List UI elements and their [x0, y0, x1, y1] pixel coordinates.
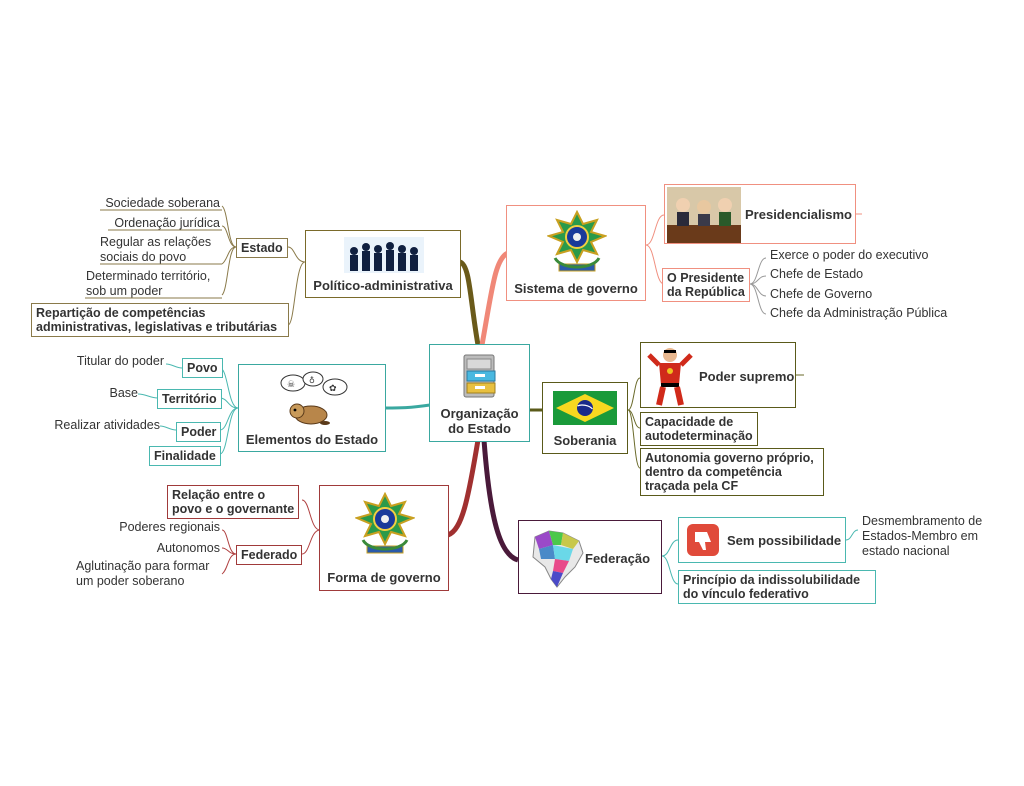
branch-line-sistema [479, 250, 510, 346]
cartoon-dog-icon: ☠ ♁ ✿ [275, 371, 351, 427]
sem-possibilidade-node[interactable]: Sem possibilidade [678, 517, 846, 563]
sistema-label: Sistema de governo [514, 281, 638, 296]
estado-item-ordenacao[interactable]: Ordenação jurídica [114, 216, 220, 230]
federacao-label: Federação [585, 551, 651, 566]
federado-item-poderes-regionais[interactable]: Poderes regionais [119, 520, 220, 534]
branch-line-federacao [481, 439, 519, 563]
desc-titular-do-poder[interactable]: Titular do poder [76, 354, 164, 368]
file-cabinet-icon [460, 353, 500, 399]
superhero-icon [647, 345, 693, 407]
brazil-map-icon [527, 527, 587, 589]
estado-item-sociedade[interactable]: Sociedade soberana [105, 196, 220, 210]
politico-label: Político-administrativa [313, 278, 453, 293]
desc-base[interactable]: Base [109, 386, 139, 400]
cartoon-presidents-icon [667, 187, 741, 243]
coat-of-arms-icon-sistema [546, 209, 608, 276]
capacidade-topic[interactable]: Capacidade de autodeterminação [640, 412, 758, 446]
finalidade-topic[interactable]: Finalidade [149, 446, 221, 466]
presidencialismo-node[interactable]: Presidencialismo [664, 184, 856, 244]
svg-text:♁: ♁ [309, 376, 315, 385]
branch-line-forma [446, 439, 481, 538]
territorio-topic[interactable]: Território [157, 389, 222, 409]
center-label: Organização do Estado [440, 406, 519, 436]
soberania-label: Soberania [553, 433, 617, 448]
elementos-label: Elementos do Estado [245, 432, 379, 447]
svg-text:✿: ✿ [329, 384, 337, 394]
coat-of-arms-icon [354, 491, 416, 558]
svg-text:☠: ☠ [287, 380, 295, 390]
presidente-item-chefe-admin[interactable]: Chefe da Administração Pública [770, 306, 948, 320]
relacao-topic[interactable]: Relação entre o povo e o governante [167, 485, 300, 519]
estado-item-regular[interactable]: Regular as relações sociais do povo [100, 235, 212, 264]
sem-possibilidade-label: Sem possibilidade [727, 533, 842, 548]
branch-line-elementos [385, 403, 431, 410]
presidente-item-chefe-governo[interactable]: Chefe de Governo [770, 287, 873, 301]
crowd-silhouette-icon [344, 237, 424, 273]
presidente-item-exerce[interactable]: Exerce o poder do executivo [770, 248, 929, 262]
autonomia-topic[interactable]: Autonomia governo próprio, dentro da com… [640, 448, 824, 496]
elementos-do-estado-node[interactable]: ☠ ♁ ✿ Elementos do Estado [238, 364, 386, 452]
poder-topic[interactable]: Poder [176, 422, 222, 442]
desmembramento-leaf[interactable]: Desmembramento de Estados-Membro em esta… [862, 514, 983, 558]
federado-item-autonomos[interactable]: Autonomos [156, 541, 220, 555]
federado-topic[interactable]: Federado [236, 545, 303, 565]
reparticao-topic[interactable]: Repartição de competências administrativ… [31, 303, 289, 337]
federacao-node[interactable]: Federação [518, 520, 662, 594]
forma-label: Forma de governo [327, 570, 441, 585]
soberania-node[interactable]: Soberania [542, 382, 628, 454]
brazil-flag-icon [553, 391, 617, 425]
presidente-topic[interactable]: O Presidente da República [662, 268, 750, 302]
povo-topic[interactable]: Povo [182, 358, 223, 378]
center-node[interactable]: Organização do Estado [429, 344, 530, 442]
principio-topic[interactable]: Princípio da indissolubilidade do víncul… [678, 570, 876, 604]
presidente-item-chefe-estado[interactable]: Chefe de Estado [770, 267, 864, 281]
federado-item-aglutinacao[interactable]: Aglutinação para formar um poder soberan… [76, 559, 210, 588]
branch-line-politico [458, 259, 481, 346]
sistema-de-governo-node[interactable]: Sistema de governo [506, 205, 646, 301]
estado-item-territorio[interactable]: Determinado território, sob um poder [86, 269, 211, 298]
poder-supremo-label: Poder supremo [699, 369, 795, 384]
politico-administrativa-node[interactable]: Político-administrativa [305, 230, 461, 298]
poder-supremo-node[interactable]: Poder supremo [640, 342, 796, 408]
forma-de-governo-node[interactable]: Forma de governo [319, 485, 449, 591]
desc-realizar-atividades[interactable]: Realizar atividades [54, 418, 160, 432]
presidencialismo-label: Presidencialismo [745, 207, 852, 222]
thumbs-down-icon [687, 524, 719, 556]
estado-topic[interactable]: Estado [236, 238, 288, 258]
